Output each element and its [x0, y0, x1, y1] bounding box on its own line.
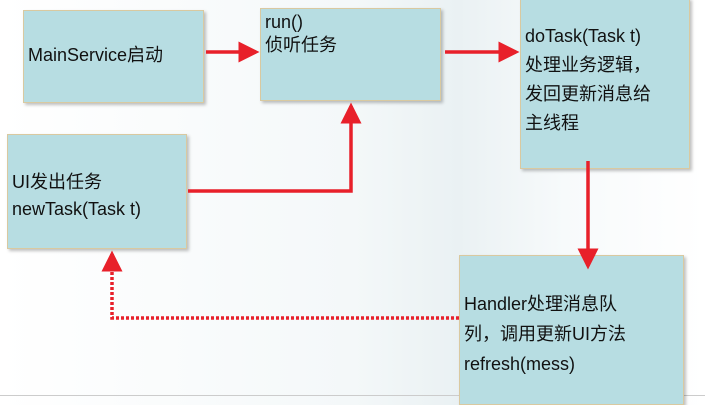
box-text: refresh(mess) [464, 354, 576, 374]
box-main-service: MainService启动 [23, 10, 204, 103]
box-text: run() [265, 12, 304, 32]
arrow-handler-to-ui-dotted [101, 250, 459, 320]
box-ui-task: UI发出任务 newTask(Task t) [7, 134, 187, 249]
box-text: Handler处理消息队 [464, 294, 618, 314]
box-text: 侦听任务 [265, 35, 337, 55]
box-text: newTask(Task t) [12, 199, 142, 219]
box-text: 主线程 [525, 113, 579, 133]
box-text: doTask(Task t) [525, 26, 642, 46]
box-do-task: doTask(Task t) 处理业务逻辑， 发回更新消息给 主线程 [520, 0, 690, 169]
baseline-divider [0, 395, 705, 396]
box-text: 发回更新消息给 [525, 84, 651, 104]
box-text: 处理业务逻辑， [525, 55, 651, 75]
box-run: run() 侦听任务 [260, 8, 441, 101]
arrow-ui-to-run [188, 102, 362, 193]
box-handler: Handler处理消息队 列，调用更新UI方法 refresh(mess) [459, 255, 684, 405]
box-text: 列，调用更新UI方法 [464, 324, 626, 344]
box-text: UI发出任务 [12, 172, 102, 192]
box-text: MainService启动 [28, 45, 164, 65]
